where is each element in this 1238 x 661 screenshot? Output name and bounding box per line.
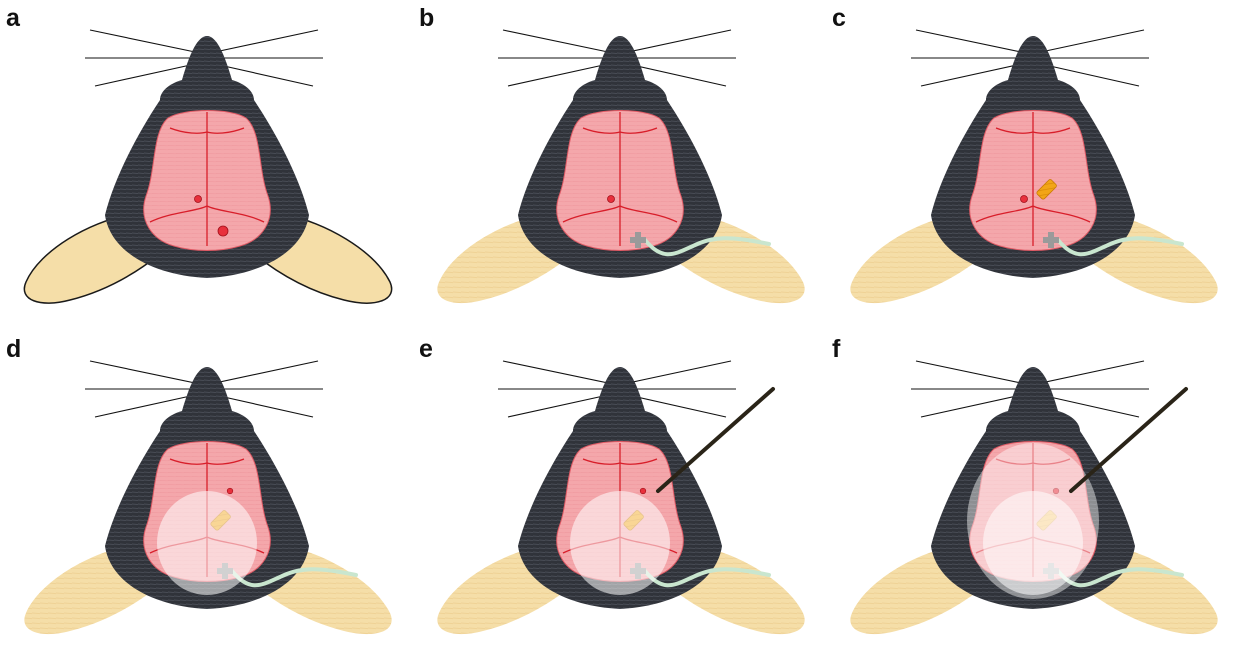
panel-label-c: c [832, 6, 846, 31]
cement-dome [570, 491, 670, 595]
burr-hole [608, 196, 615, 203]
panel-e: e [413, 331, 825, 661]
panel-b: b [413, 0, 825, 330]
panel-d: d [0, 331, 412, 661]
cement-dome [157, 491, 257, 595]
mouse-head-illustration-d [0, 331, 412, 661]
panel-label-a: a [6, 6, 20, 31]
panel-c: c [826, 0, 1238, 330]
mouse-head-illustration-a [0, 0, 412, 330]
exposed-skull [144, 111, 271, 251]
burr-hole [227, 488, 233, 494]
panel-label-d: d [6, 337, 21, 362]
panel-label-b: b [419, 6, 434, 31]
cement-dome-outer [967, 443, 1099, 599]
panel-label-e: e [419, 337, 433, 362]
mouse-head-illustration-c [826, 0, 1238, 330]
panel-f: f [826, 331, 1238, 661]
mouse-head-illustration-b [413, 0, 825, 330]
panel-label-f: f [832, 337, 840, 362]
exposed-skull [557, 111, 684, 251]
mouse-head-illustration-f [826, 331, 1238, 661]
probe [1071, 389, 1186, 491]
mouse-head-illustration-e [413, 331, 825, 661]
burr-hole [1021, 196, 1028, 203]
burr-hole [218, 226, 228, 236]
burr-hole [195, 196, 202, 203]
exposed-skull [970, 111, 1097, 251]
probe [658, 389, 773, 491]
panel-a: a [0, 0, 412, 330]
burr-hole [640, 488, 646, 494]
